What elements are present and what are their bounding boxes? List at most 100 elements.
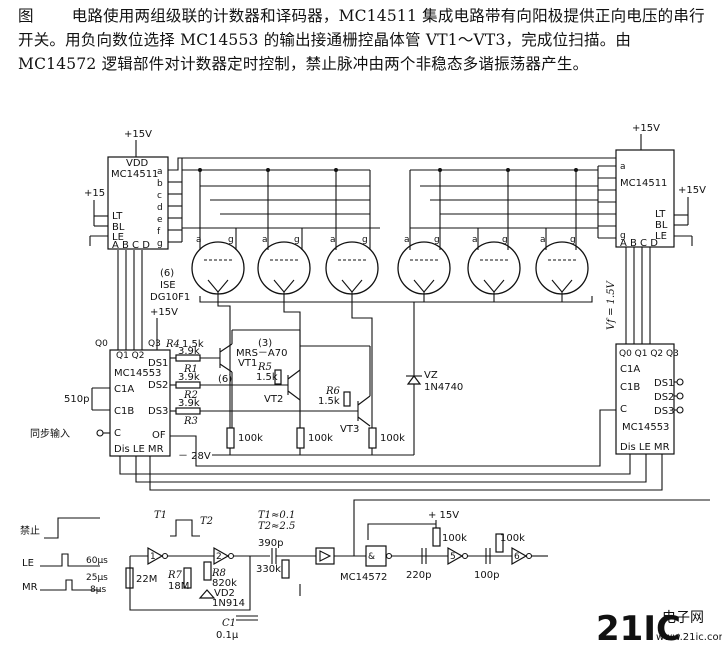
tube4-pin-g: g [434,235,440,245]
left-decoder-side-supply: +15 [84,188,105,199]
left-decoder: +15V VDD MC14511 a b c d e f g +15 LT BL… [84,129,640,251]
vd2-part: 1N914 [212,598,245,609]
left-decoder-vdd: VDD [126,158,149,169]
r1-label: R1 [183,364,198,375]
segment-bus [182,168,598,229]
zener-part: 1N4740 [424,382,463,393]
left-counter-c1b: C1B [114,406,134,417]
timing-diagram: 禁止 LE 60μs MR 25μs 8μs T1 T2 T1≈0.1 T2≈2… [20,510,295,595]
left-counter-ds2: DS2 [148,380,168,391]
c-220p: 220p [406,570,431,581]
left-dec-pin-bl: BL [112,222,125,233]
c1-value: 0.1μ [216,630,239,641]
r4-label: R4 [165,339,180,350]
vd2-label: VD2 [214,588,235,599]
r1-value: 3.9k [178,346,200,357]
watermark-logo: 21IC [596,609,681,649]
right-counter-c1a: C1A [620,364,640,375]
left-decoder-part: MC14511 [111,169,158,180]
tube-vf: Vf = 1.5V [606,279,617,330]
tube-4: a g [397,170,451,295]
tube6-pin-a: a [540,235,546,245]
right-dec-pin-le: LE [655,231,667,242]
tube2-pin-g: g [294,235,300,245]
left-counter-bottom: Dis LE MR [114,444,164,455]
timing-mr: MR [22,582,38,593]
transistor-part: MRS－A70 [236,348,288,359]
svg-text:&: & [368,552,375,562]
r2-label: R2 [183,390,198,401]
r6-value: 1.5k [318,396,340,407]
r7-label: R7 [167,570,183,581]
right-counter: Q0 Q1 Q2 Q3 C1A C1B C DS1 DS2 DS3 MC1455… [119,247,684,491]
right-dec-out-g: g [620,231,626,241]
tube-1: a g [191,170,245,295]
osc-supply: + 15V [428,510,459,521]
r7-value: 18M [168,581,189,592]
c-100p: 100p [474,570,499,581]
driver-stage: R4 1.5k 3.9k R1 3.9k R2 3.9k R3 (6) VT1 … [165,329,463,462]
right-dec-pin-lt: LT [655,209,666,220]
timing-inhibit: 禁止 [20,525,40,537]
left-dec-out-g: g [157,239,163,249]
left-counter-ds1: DS1 [148,358,168,369]
right-counter-part: MC14553 [622,422,669,433]
timing-t2: T2 [200,516,213,527]
right-counter-c1b: C1B [620,382,640,393]
logic-part: MC14572 [340,572,387,583]
left-dec-out-f: f [157,227,161,237]
vt1-label: VT1 [238,358,257,369]
left-counter-part: MC14553 [114,368,161,379]
watermark-url: www.21ic.com [656,632,722,643]
r100k-a: 100k [238,433,263,444]
right-decoder-side-supply: +15V [678,185,706,196]
oscillator: 1 2 22M R7 18M R8 820k VD2 1N914 C1 0.1μ… [125,499,710,641]
right-decoder-part: MC14511 [620,178,667,189]
left-dec-inputs: A B C D [112,240,150,251]
tube3-pin-a: a [330,235,336,245]
tube-3: a g [325,170,379,295]
timing-8us: 8μs [90,585,106,595]
left-dec-out-e: e [157,215,163,225]
transistor-note: (3) [258,338,272,349]
r-100k-e: 100k [500,533,525,544]
zener-name: VZ [424,370,438,381]
r-22m: 22M [136,574,157,585]
r8-value: 820k [212,578,237,589]
r5-label: R5 [257,362,272,373]
caption-text: 电路使用两组级联的计数器和译码器，MC14511 集成电路带有向阳极提供正向电压… [18,7,705,73]
right-decoder: +15V MC14511 a g +15V LT BL LE A B C D [597,123,706,249]
left-decoder-supply: +15V [124,129,152,140]
gate-6: 6 [514,552,520,562]
c-390p: 390p [258,538,283,549]
left-counter-cap: 510p [64,394,89,405]
left-dec-out-b: b [157,179,163,189]
right-counter-ds2: DS2 [654,392,674,403]
sync-input-label: 同步输入 [30,427,70,440]
tube3-pin-g: g [362,235,368,245]
left-counter-supply: +15V [150,307,178,318]
right-counter-c: C [620,404,627,415]
left-dec-out-a: a [157,167,163,177]
left-counter-c1a: C1A [114,384,134,395]
tube-5: a g [467,170,521,295]
tube2-pin-a: a [262,235,268,245]
tube-2: a g [257,170,311,295]
watermark: 21IC 电子网 www.21ic.com [596,609,722,649]
gate-5: 5 [450,552,456,562]
right-dec-pin-bl: BL [655,220,668,231]
left-dec-pin-lt: LT [112,211,123,222]
right-dec-out-a: a [620,162,626,172]
vt3-label: VT3 [340,424,359,435]
tube-note-ise: ISE [160,280,176,291]
r-330k: 330k [256,564,281,575]
tube4-pin-a: a [404,235,410,245]
right-decoder-supply: +15V [632,123,660,134]
right-counter-q: Q0 Q1 Q2 Q3 [619,349,679,359]
tube-note-part: DG10F1 [150,292,190,303]
right-counter-bottom: Dis LE MR [620,442,670,453]
right-counter-ds1: DS1 [654,378,674,389]
timing-t1: T1 [154,510,167,521]
timing-le: LE [22,558,34,569]
